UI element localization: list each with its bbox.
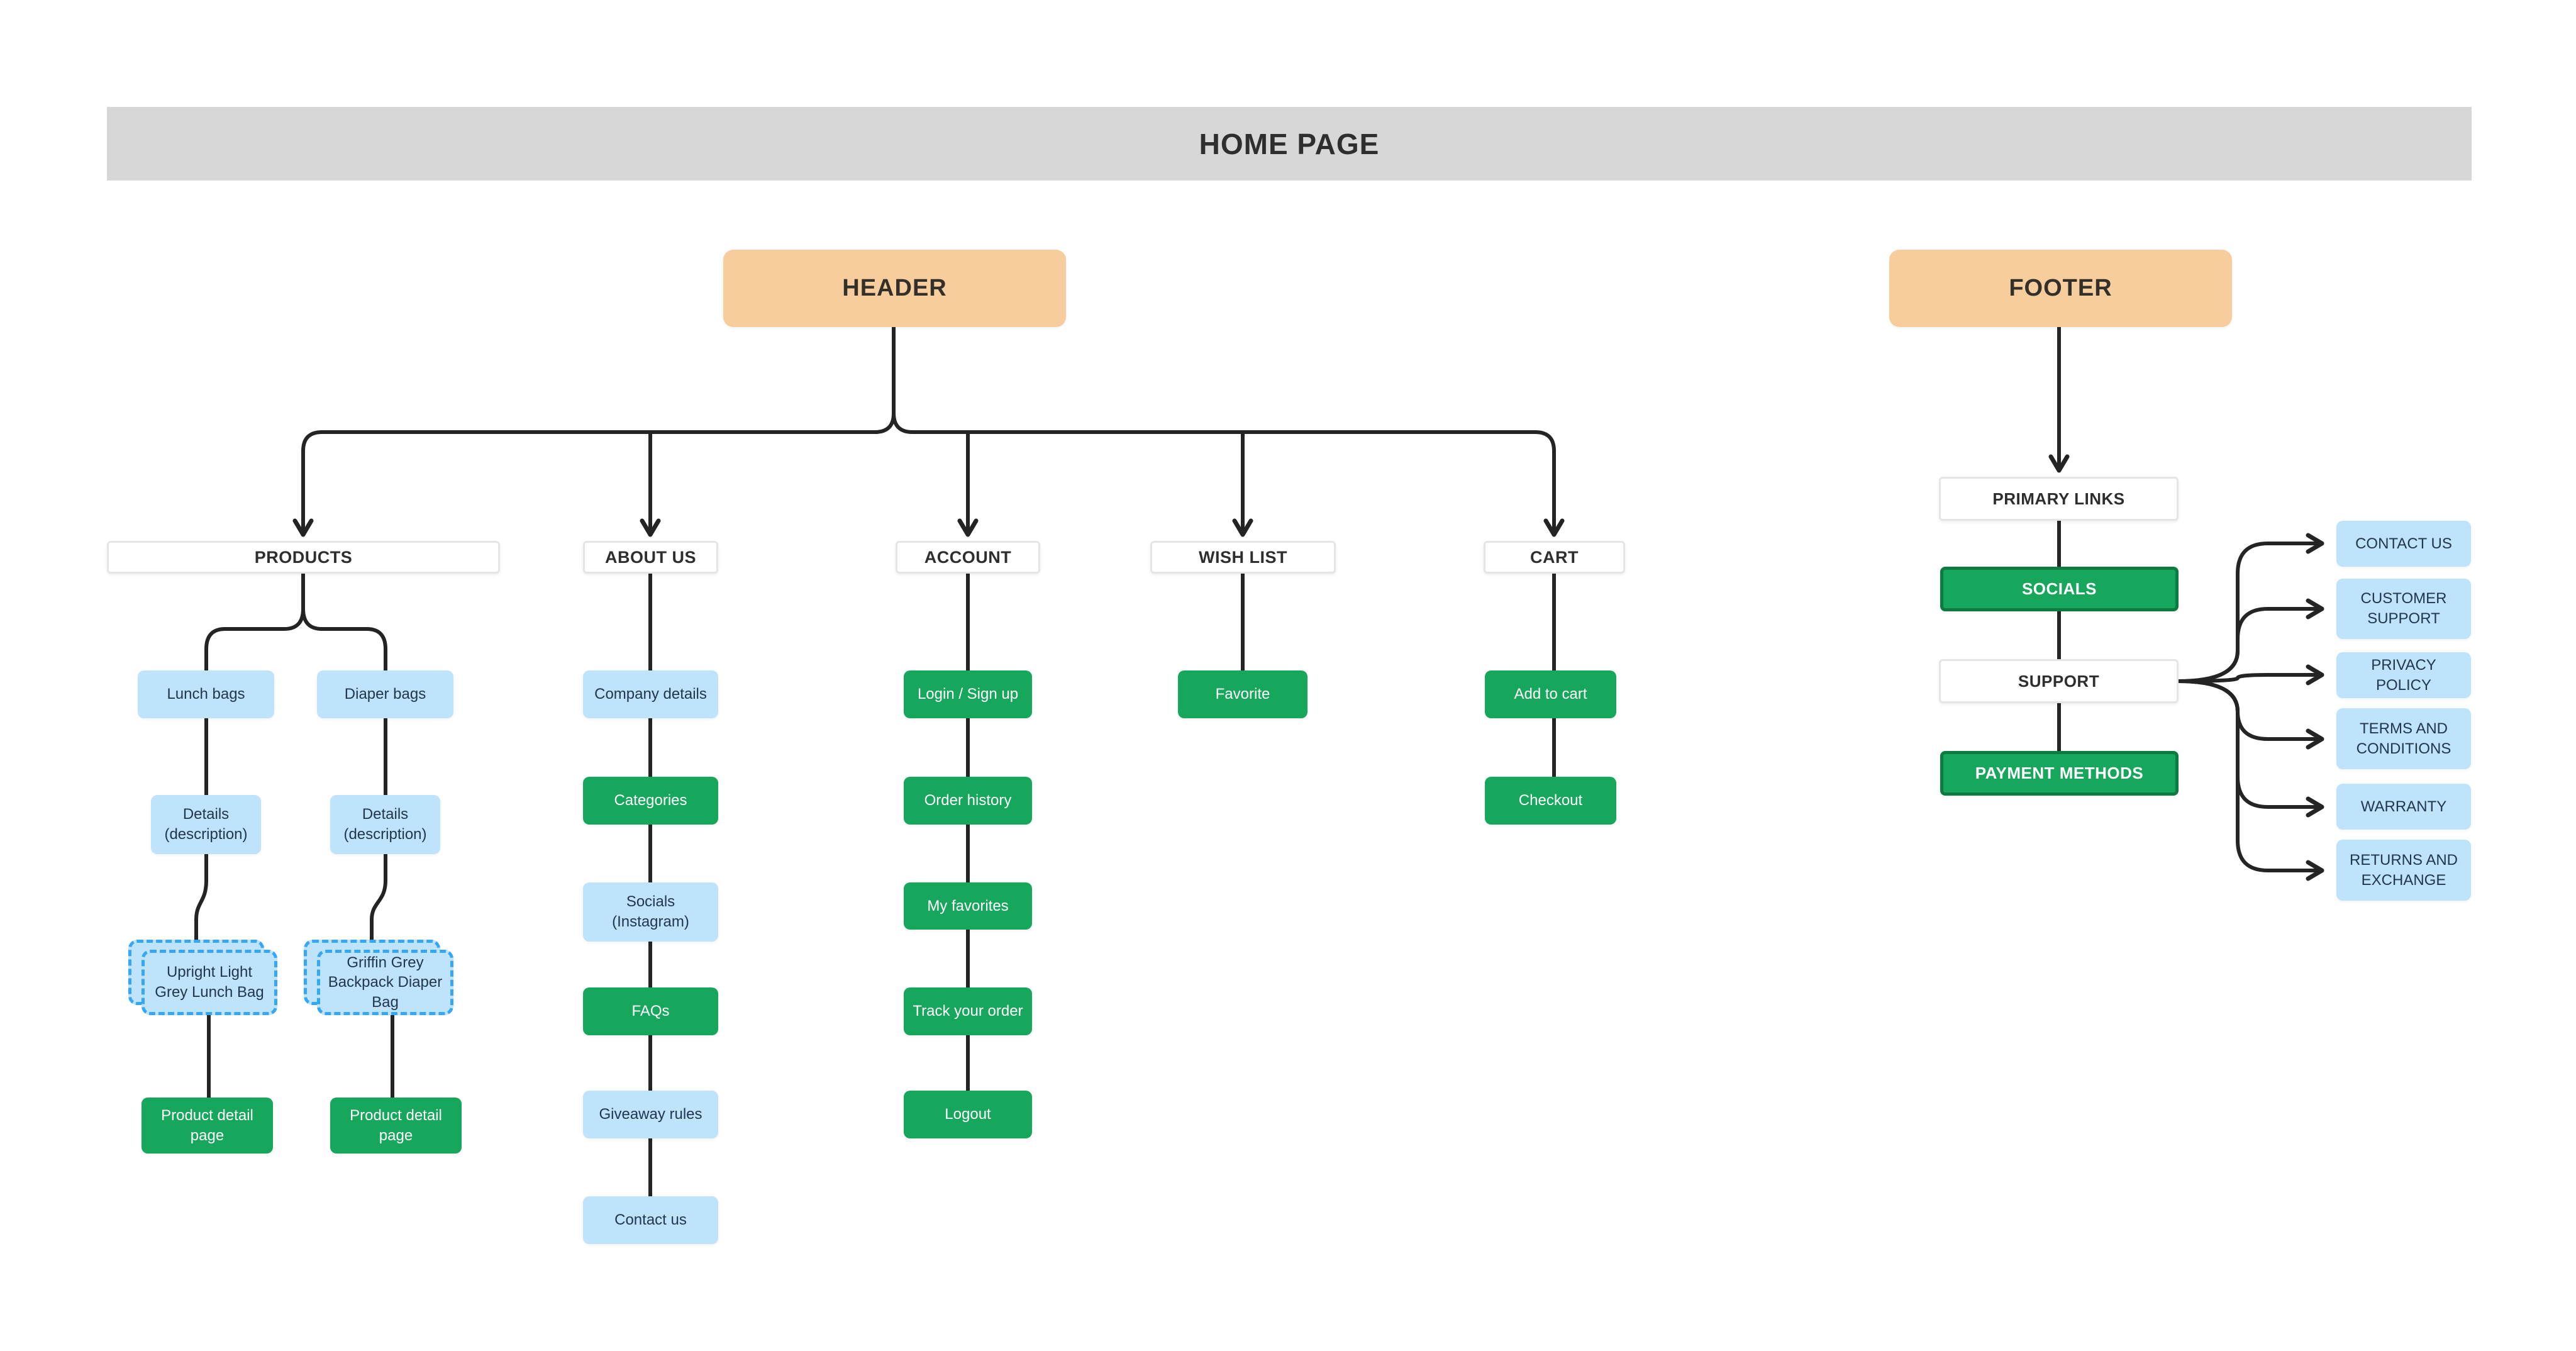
node-link-customer-support[interactable]: CUSTOMER SUPPORT xyxy=(2336,579,2471,639)
node-order-history[interactable]: Order history xyxy=(904,777,1032,825)
node-diaper-detail-page[interactable]: Product detail page xyxy=(330,1098,462,1154)
node-link-privacy-policy[interactable]: PRIVACY POLICY xyxy=(2336,652,2471,698)
node-faqs[interactable]: FAQs xyxy=(583,987,718,1035)
node-diaper-details[interactable]: Details (description) xyxy=(330,795,440,854)
node-link-warranty[interactable]: WARRANTY xyxy=(2336,784,2471,830)
section-wish-list[interactable]: WISH LIST xyxy=(1150,541,1336,574)
node-footer[interactable]: FOOTER xyxy=(1889,250,2232,327)
node-header[interactable]: HEADER xyxy=(723,250,1066,327)
node-socials[interactable]: SOCIALS xyxy=(1940,567,2179,611)
node-lunch-details[interactable]: Details (description) xyxy=(151,795,261,854)
node-my-favorites[interactable]: My favorites xyxy=(904,882,1032,930)
node-company-details[interactable]: Company details xyxy=(583,670,718,718)
node-link-contact-us[interactable]: CONTACT US xyxy=(2336,521,2471,567)
node-support[interactable]: SUPPORT xyxy=(1939,659,2179,703)
section-products[interactable]: PRODUCTS xyxy=(107,541,500,574)
node-lunch-bags[interactable]: Lunch bags xyxy=(138,670,274,718)
node-link-returns-and-exchange[interactable]: RETURNS AND EXCHANGE xyxy=(2336,840,2471,901)
node-contact-us[interactable]: Contact us xyxy=(583,1196,718,1244)
node-categories[interactable]: Categories xyxy=(583,777,718,825)
node-lunch-detail-page[interactable]: Product detail page xyxy=(142,1098,273,1154)
node-diaper-product-stack[interactable]: Griffin Grey Backpack Diaper Bag xyxy=(304,940,453,1015)
node-logout[interactable]: Logout xyxy=(904,1091,1032,1138)
node-giveaway-rules[interactable]: Giveaway rules xyxy=(583,1091,718,1138)
node-payment-methods[interactable]: PAYMENT METHODS xyxy=(1940,751,2179,796)
node-socials-instagram[interactable]: Socials (Instagram) xyxy=(583,882,718,942)
node-link-terms-and-conditions[interactable]: TERMS AND CONDITIONS xyxy=(2336,708,2471,769)
page-title: HOME PAGE xyxy=(107,107,2472,181)
node-favorite[interactable]: Favorite xyxy=(1178,670,1307,718)
node-primary-links[interactable]: PRIMARY LINKS xyxy=(1939,477,2179,521)
node-track-your-order[interactable]: Track your order xyxy=(904,987,1032,1035)
section-cart[interactable]: CART xyxy=(1484,541,1625,574)
stack-front-card[interactable]: Griffin Grey Backpack Diaper Bag xyxy=(317,950,453,1015)
node-add-to-cart[interactable]: Add to cart xyxy=(1485,670,1616,718)
section-account[interactable]: ACCOUNT xyxy=(896,541,1040,574)
node-login-sign-up[interactable]: Login / Sign up xyxy=(904,670,1032,718)
node-lunch-product-stack[interactable]: Upright Light Grey Lunch Bag xyxy=(128,940,277,1015)
stack-front-card[interactable]: Upright Light Grey Lunch Bag xyxy=(142,950,277,1015)
section-about-us[interactable]: ABOUT US xyxy=(583,541,718,574)
node-checkout[interactable]: Checkout xyxy=(1485,777,1616,825)
node-diaper-bags[interactable]: Diaper bags xyxy=(317,670,453,718)
